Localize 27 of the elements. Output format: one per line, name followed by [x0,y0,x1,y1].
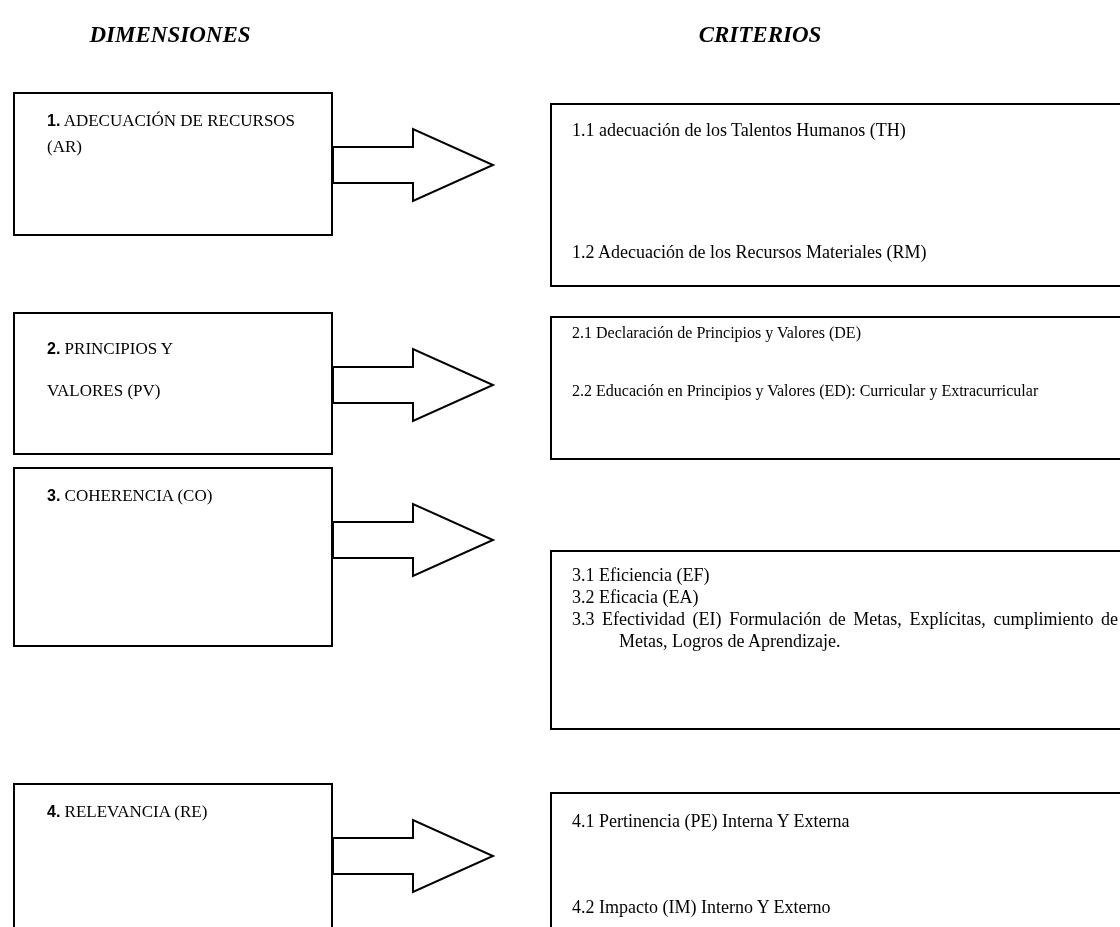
criteria-box [550,550,1120,730]
column-heading: DIMENSIONES [89,22,251,48]
criteria-box [550,792,1120,927]
dimension-label: 1. ADECUACIÓN DE RECURSOS (AR) [47,110,297,158]
dimension-label: 4. RELEVANCIA (RE) [47,801,209,823]
criterion-text: 2.1 Declaración de Principios y Valores (DE) [572,323,862,344]
criterion-text: 3.1 Eficiencia (EF) [572,564,711,586]
criteria-box [550,103,1120,287]
criterion-text: 4.1 Pertinencia (PE) Interna Y Externa [572,810,851,832]
criterion-text: 3.3 Efectividad (EI) Formulación de Metas, Explícitas, cumplimiento de Metas, Logros de Aprendizaje. [572,608,1118,652]
criterion-text: 1.1 adecuación de los Talentos Humanos (TH) [572,119,907,141]
dimension-box [13,783,333,927]
block-arrow [332,127,496,203]
criterion-text: 2.2 Educación en Principios y Valores (ED): Curricular y Extracurricular [572,381,1040,402]
dimension-box [13,92,333,236]
column-heading: CRITERIOS [698,22,822,48]
dimension-box [13,312,333,455]
block-arrow [332,347,496,423]
criterion-text: 4.2 Impacto (IM) Interno Y Externo [572,896,832,918]
criterion-text: 3.2 Eficacia (EA) [572,586,700,608]
block-arrow [332,502,496,578]
block-arrow [332,818,496,894]
dimension-box [13,467,333,647]
dimension-label: 3. COHERENCIA (CO) [47,485,214,507]
criterion-text: 1.2 Adecuación de los Recursos Materiales (RM) [572,241,928,263]
criteria-box [550,316,1120,460]
dimension-label: 2. PRINCIPIOS Y VALORES (PV) [47,338,174,402]
